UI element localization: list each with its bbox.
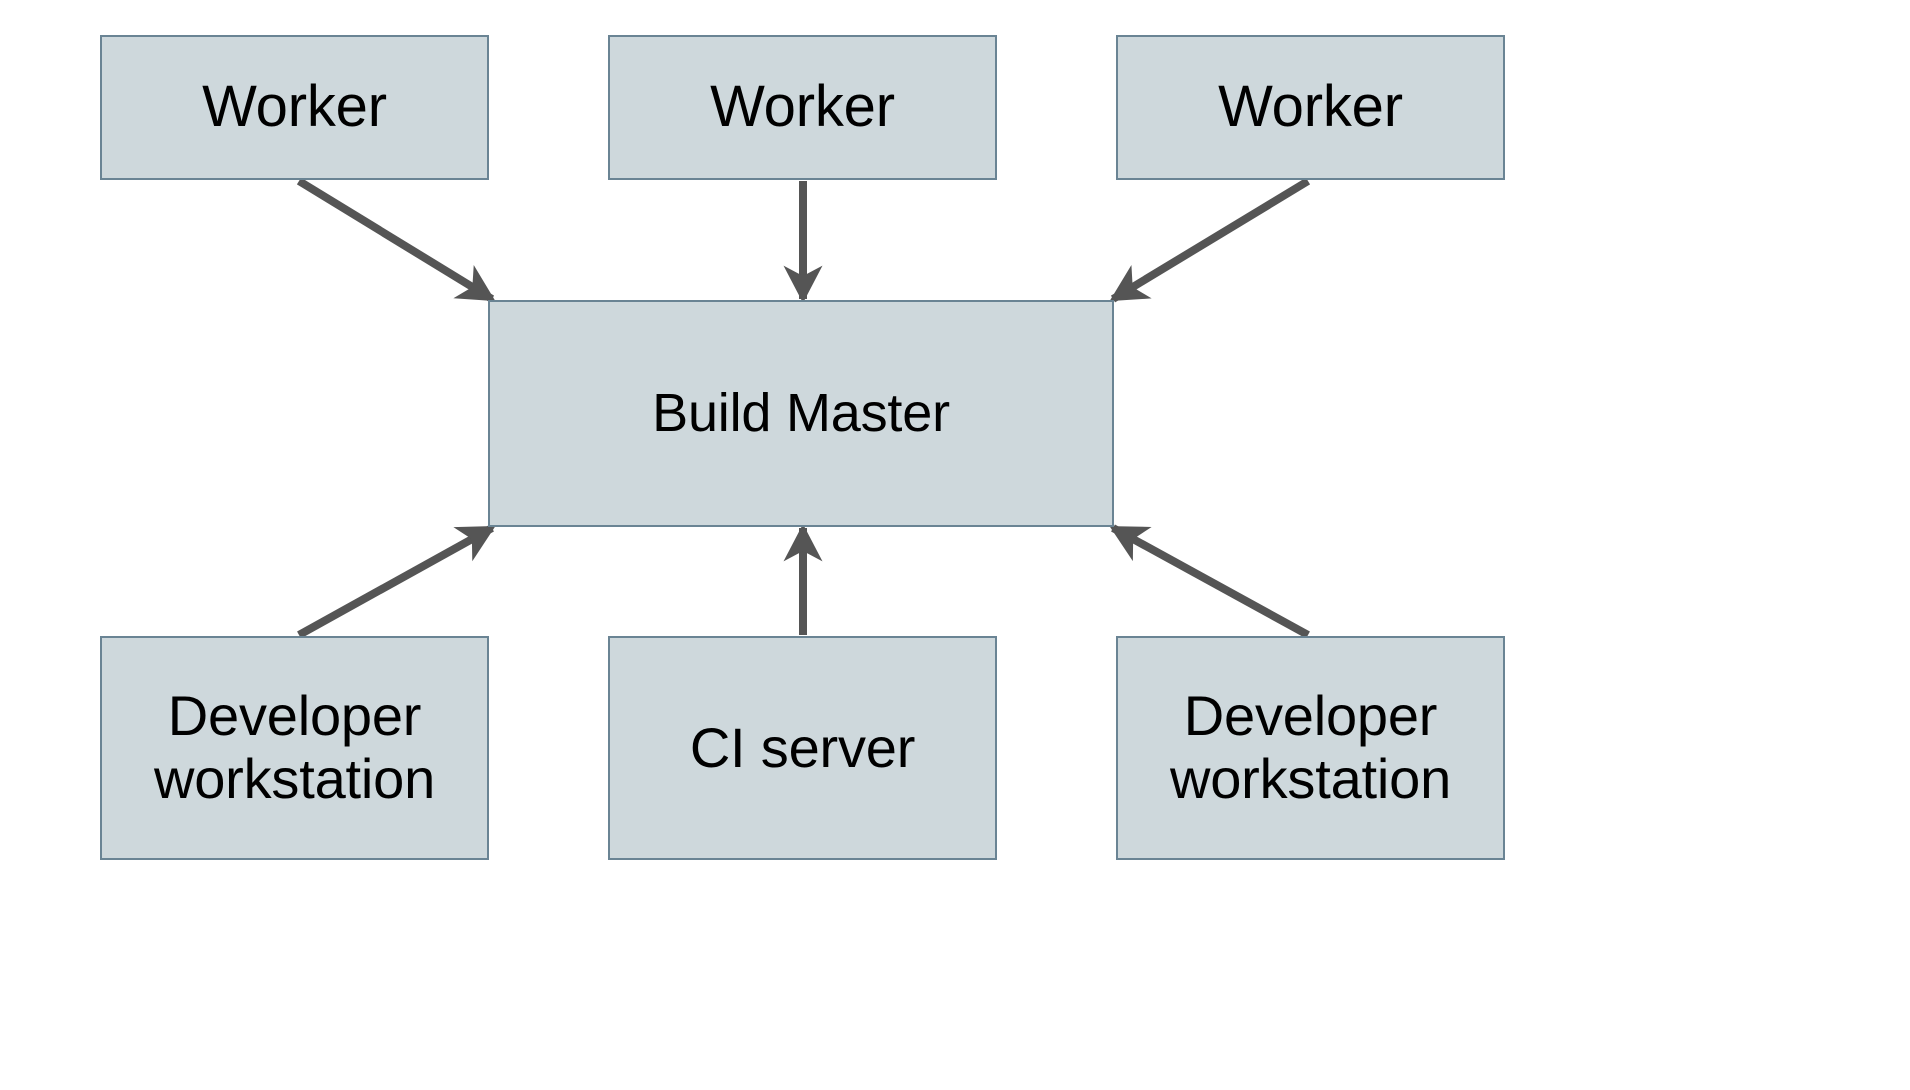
node-worker-1[interactable]: Worker [100,35,489,180]
node-worker-3[interactable]: Worker [1116,35,1505,180]
node-developer-workstation-right-label: Developer workstation [1169,684,1452,810]
edge-dev-ws-1-to-build-master [297,524,496,639]
node-developer-workstation-right[interactable]: Developer workstation [1116,636,1505,860]
edge-worker-3-to-build-master [1109,177,1311,303]
edge-worker-1-to-build-master [296,177,496,303]
node-worker-3-label: Worker [1218,74,1403,140]
node-worker-2[interactable]: Worker [608,35,997,180]
node-build-master[interactable]: Build Master [488,300,1114,527]
node-worker-1-label: Worker [202,74,387,140]
node-ci-server-label: CI server [689,715,916,779]
edge-dev-ws-2-to-build-master [1109,524,1310,639]
node-developer-workstation-left-label: Developer workstation [153,684,436,810]
node-worker-2-label: Worker [710,74,895,140]
node-ci-server[interactable]: CI server [608,636,997,860]
node-build-master-label: Build Master [652,383,950,444]
node-developer-workstation-left[interactable]: Developer workstation [100,636,489,860]
